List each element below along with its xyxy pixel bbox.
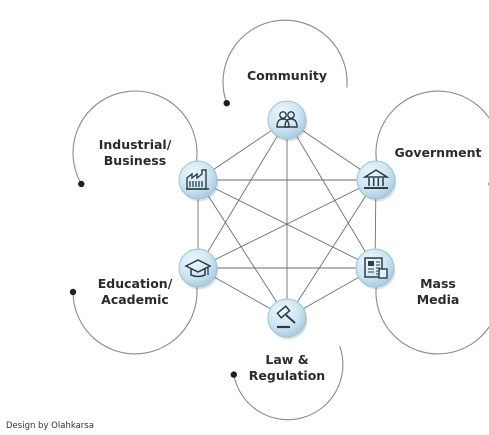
newspaper-icon xyxy=(364,257,388,279)
network-line xyxy=(197,119,288,269)
network-line xyxy=(286,119,376,269)
mass-media-label-line: Media xyxy=(417,292,460,307)
law-label-line: Regulation xyxy=(249,368,325,383)
design-credit: Design by Olahkarsa xyxy=(6,421,94,431)
industrial-label-line: Industrial/ xyxy=(99,137,172,152)
education-arc-dot xyxy=(69,288,77,296)
factory-icon xyxy=(186,169,209,190)
law-arc-dot xyxy=(230,371,237,378)
community-arc-dot xyxy=(223,100,230,107)
government-node xyxy=(356,160,397,202)
government-label-line: Government xyxy=(395,145,482,160)
law-label-line: Law & xyxy=(265,352,308,367)
education-arc xyxy=(72,270,198,355)
network-lines xyxy=(197,119,377,319)
stakeholder-nodes xyxy=(178,100,397,340)
education-node xyxy=(178,248,219,290)
mass-media-node xyxy=(355,248,396,290)
people-icon xyxy=(276,111,298,128)
law-arc xyxy=(233,346,344,421)
mass-media-arc xyxy=(375,281,489,355)
gavel-icon xyxy=(276,305,296,329)
outer-arcs xyxy=(69,19,489,421)
education-label-line: Education/ xyxy=(98,276,173,291)
network-line xyxy=(197,179,288,319)
government-building-icon xyxy=(362,169,390,189)
mass-media-label-line: Mass xyxy=(420,276,456,291)
graduation-cap-icon xyxy=(184,259,212,278)
industrial-node xyxy=(178,160,219,202)
community-node xyxy=(267,100,308,142)
community-arc xyxy=(222,19,348,104)
community-label-line: Community xyxy=(247,68,327,83)
education-label-line: Academic xyxy=(101,292,169,307)
government-arc xyxy=(375,90,489,164)
network-line xyxy=(197,179,376,269)
law-node xyxy=(267,298,308,340)
industrial-arc xyxy=(72,90,198,185)
industrial-arc-dot xyxy=(78,180,85,188)
network-line xyxy=(286,179,377,319)
industrial-label-line: Business xyxy=(104,153,166,168)
